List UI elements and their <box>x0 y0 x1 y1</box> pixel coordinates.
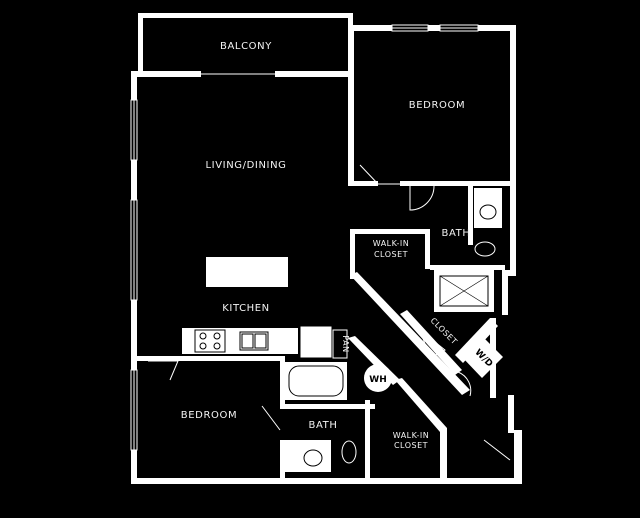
label-walkin-bottom-2: CLOSET <box>394 441 428 450</box>
label-bedroom-bottom: BEDROOM <box>181 410 237 421</box>
washer-dryer <box>462 336 503 378</box>
windows <box>130 24 479 451</box>
label-bath-bottom: BATH <box>309 420 338 431</box>
toilet-right <box>474 241 496 257</box>
label-wh: WH <box>369 375 386 385</box>
water-heater <box>364 364 392 392</box>
bath-sink-bottom <box>285 440 331 472</box>
kitchen-sink <box>239 331 269 351</box>
label-bedroom-top: BEDROOM <box>409 100 465 111</box>
refrigerator <box>299 325 333 359</box>
label-bath-right: BATH <box>442 228 471 239</box>
stove <box>194 329 226 353</box>
bathtub <box>285 362 347 400</box>
kitchen-island <box>206 257 288 287</box>
label-living-dining: LIVING/DINING <box>205 160 286 171</box>
walls <box>131 13 522 484</box>
fixtures <box>182 188 503 472</box>
bath-sink-right <box>474 188 502 228</box>
door-swings <box>148 73 511 461</box>
label-balcony: BALCONY <box>220 41 272 52</box>
label-pan: PAN <box>341 335 350 352</box>
toilet-bottom <box>341 440 357 464</box>
label-kitchen: KITCHEN <box>222 303 270 314</box>
label-walkin-bottom-1: WALK-IN <box>393 431 430 440</box>
label-walkin-top-2: CLOSET <box>374 250 408 259</box>
label-walkin-top-1: WALK-IN <box>373 239 410 248</box>
